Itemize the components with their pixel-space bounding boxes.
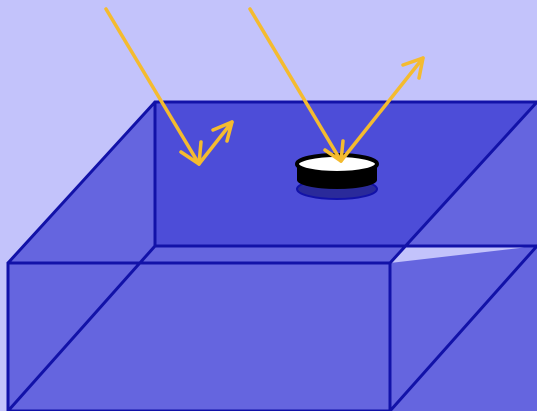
- slab-bottom-face: [8, 246, 537, 411]
- mirror-disc: [297, 155, 377, 199]
